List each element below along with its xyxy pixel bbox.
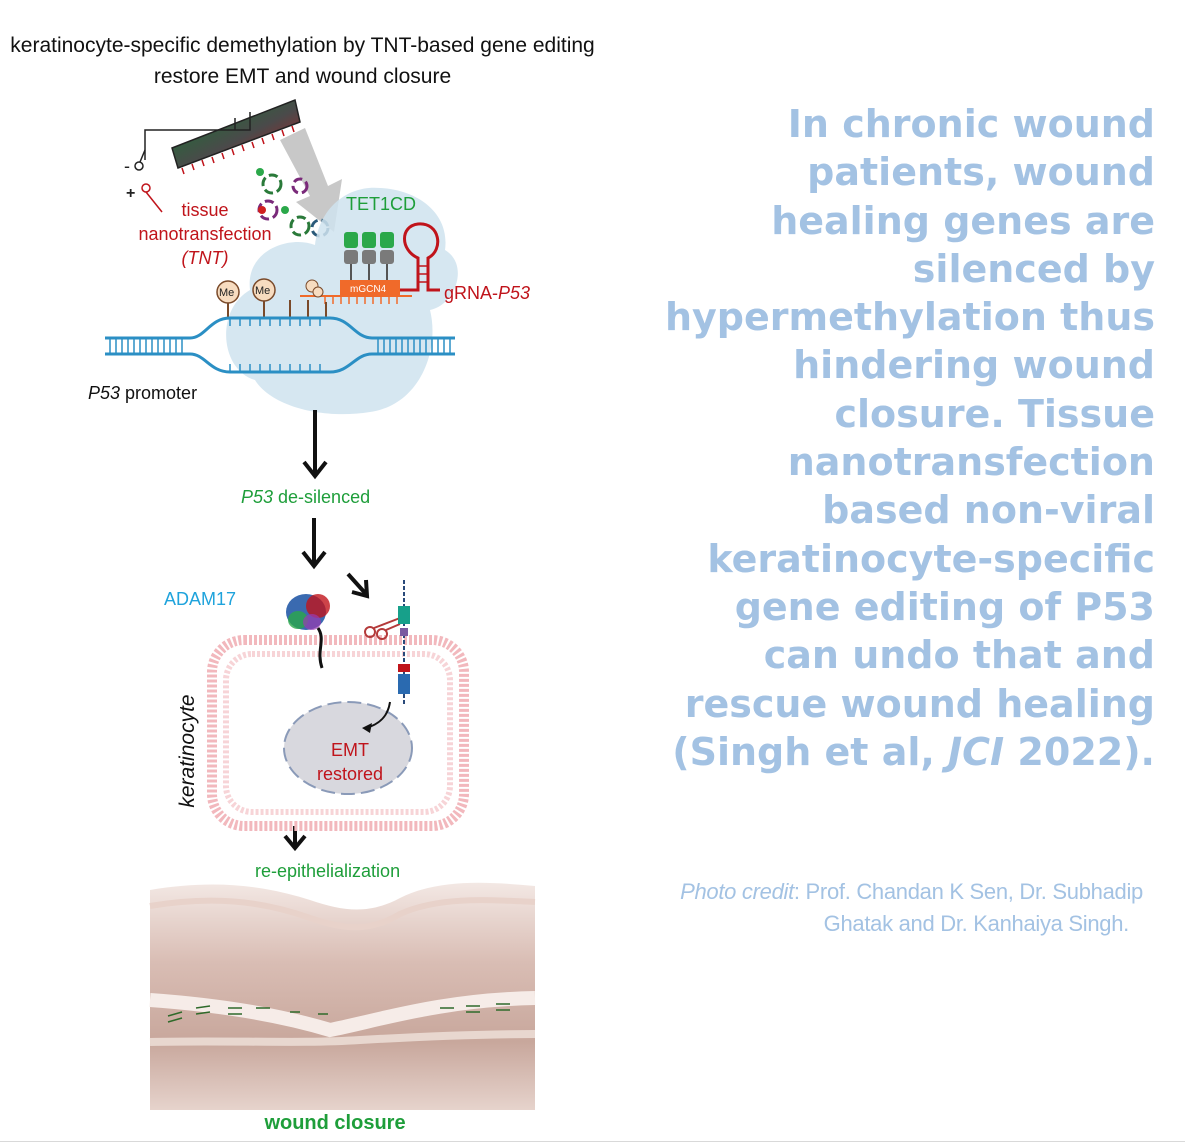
citation-journal: JCI [948, 729, 1005, 774]
caption-citation: (Singh et al, JCI 2022). [635, 728, 1155, 776]
promoter-suffix: promoter [120, 383, 198, 403]
caption-line: keratinocyte-specific [707, 536, 1155, 581]
mgcn4-label: mGCN4 [350, 284, 387, 295]
caption-line: rescue wound healing [684, 681, 1155, 726]
nucleus-cloud [226, 187, 458, 415]
emt-line2: restored [316, 764, 384, 784]
photo-credit: Photo credit: Prof. Chandan K Sen, Dr. S… [583, 876, 1143, 940]
tnt-label-line1: tissue [181, 200, 229, 220]
me-label-1: Me [219, 287, 234, 299]
methyl-groups [216, 278, 327, 318]
citation-suffix: 2022). [1004, 729, 1155, 774]
tnt-chip [144, 98, 301, 175]
citation-prefix: (Singh et al, [672, 729, 949, 774]
caption-line: closure. Tissue [834, 391, 1155, 436]
emt-signal-arrowhead [362, 723, 372, 733]
caption-line: silenced by [912, 246, 1155, 291]
adam17-protein [286, 594, 330, 669]
caption-line: gene editing of P53 [734, 584, 1155, 629]
tnt-label: tissue nanotransfection (TNT) [120, 198, 290, 270]
wound-closure-label: wound closure [264, 1112, 406, 1134]
flow-arrow-3 [346, 572, 370, 599]
promoter-gene: P53 [88, 383, 121, 403]
desilenced-suffix: de-silenced [273, 487, 371, 507]
p53-desilenced-label: P53 de-silenced [241, 486, 370, 508]
caption-line: hindering wound [793, 343, 1155, 388]
tet1cd-complex [340, 232, 400, 296]
reepithelialization-label: re-epithelialization [255, 861, 401, 881]
figure-diagram: - + [105, 98, 536, 1110]
svg-text:-: - [124, 156, 130, 176]
flow-arrow-2 [301, 518, 327, 570]
grna-prefix: gRNA- [444, 283, 499, 303]
tnt-label-line2: nanotransfection [138, 224, 272, 244]
payload-dots [256, 168, 289, 214]
emt-line1: EMT [331, 740, 369, 760]
flow-arrow-1 [302, 410, 328, 480]
svg-text:+: + [126, 185, 135, 202]
diagram-title: keratinocyte-specific demethylation by T… [10, 34, 595, 88]
cell-membrane-inner [223, 651, 453, 815]
nucleus [283, 701, 413, 795]
me-label-2: Me [255, 285, 270, 297]
receptor [398, 580, 410, 705]
grna-label: gRNA-P53 [444, 282, 530, 304]
credit-line1: Photo credit: Prof. Chandan K Sen, Dr. S… [583, 876, 1143, 908]
skin-tissue [149, 882, 536, 1110]
caption-line: nanotransfection [787, 440, 1155, 485]
p53-promoter-label: P53 promoter [88, 382, 197, 404]
delivery-arrow [280, 128, 342, 232]
emt-restored-label: EMT restored [300, 738, 400, 786]
tet1cd-label: TET1CD [346, 194, 417, 214]
caption-line: can undo that and [763, 633, 1155, 678]
dna-rungs [109, 318, 451, 372]
desilenced-gene: P53 [241, 487, 274, 507]
credit-label: Photo credit [680, 879, 794, 904]
caption-line: patients, wound [807, 150, 1155, 195]
adam17-label: ADAM17 [164, 589, 237, 609]
keratinocyte-label: keratinocyte [176, 694, 199, 808]
caption-line: In chronic wound [787, 102, 1155, 146]
credit-line2: Ghatak and Dr. Kanhaiya Singh. [823, 911, 1130, 936]
caption-line: based non-viral [822, 488, 1155, 533]
caption-line: healing genes are [771, 198, 1155, 243]
tnt-label-line3: (TNT) [181, 248, 229, 268]
credit-text: : Prof. Chandan K Sen, Dr. Subhadip [793, 879, 1143, 904]
scissors-icon [364, 617, 401, 640]
electrode-minus: - [124, 149, 146, 176]
electrode-plus: + [126, 183, 163, 213]
caption-line: hypermethylation thus [664, 295, 1155, 340]
caption-text: In chronic wound patients, wound healing… [635, 100, 1155, 776]
grna-gene: P53 [498, 283, 531, 303]
bottom-divider [0, 1141, 1185, 1142]
